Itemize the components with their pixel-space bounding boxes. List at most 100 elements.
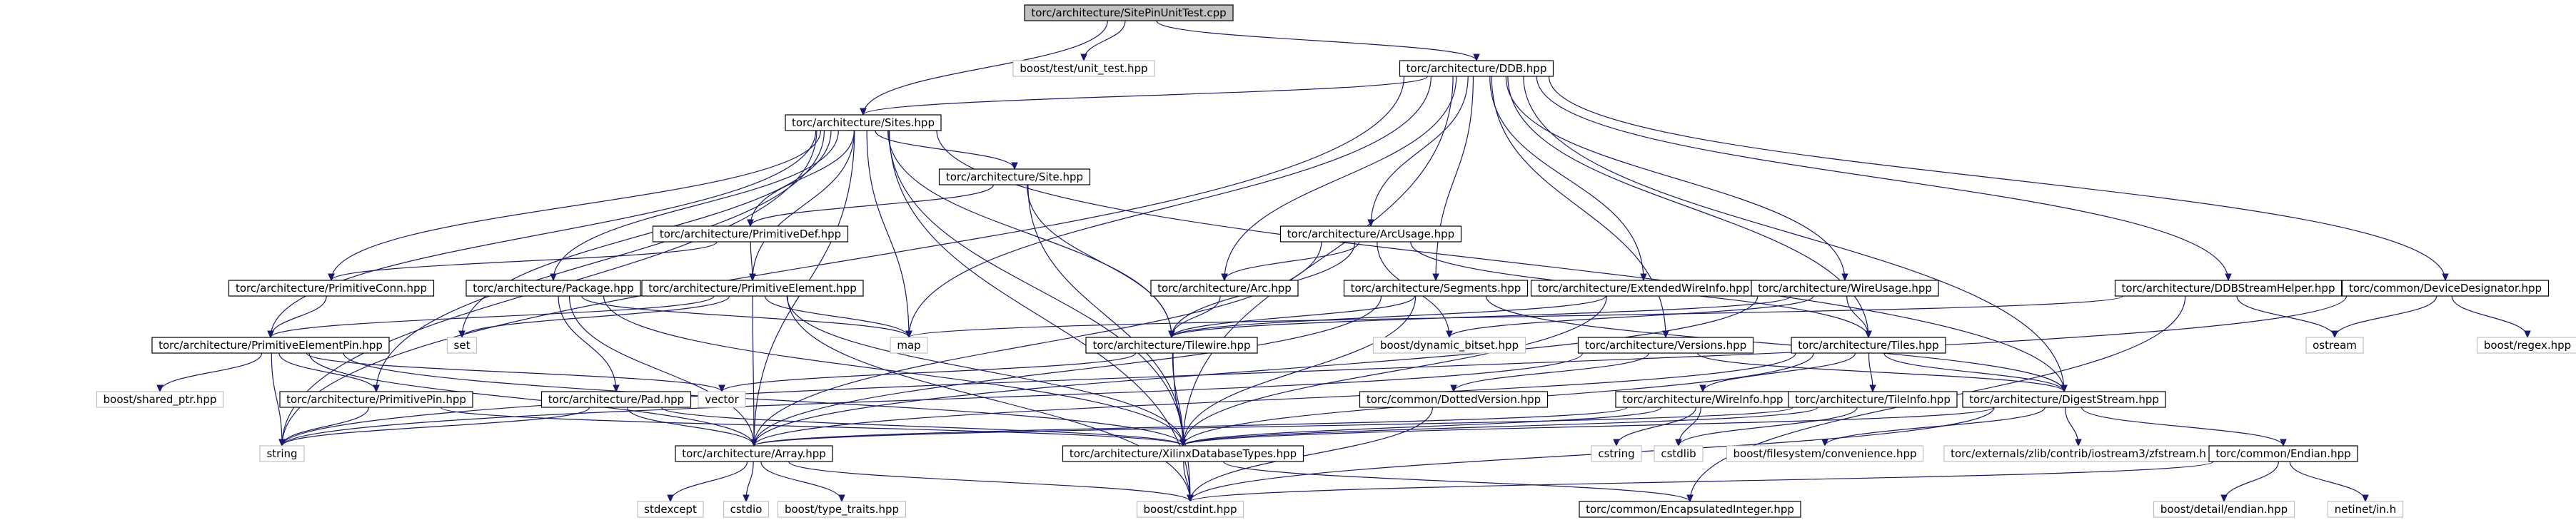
node-label: torc/architecture/Tilewire.hpp [1092,339,1250,352]
node-primconn[interactable]: torc/architecture/PrimitiveConn.hpp [228,280,435,297]
edge-primpin-to-xdt [440,407,1187,447]
node-label: boost/detail/endian.hpp [2160,503,2288,516]
node-box [228,280,435,297]
node-devdes[interactable]: torc/common/DeviceDesignator.hpp [2341,280,2550,297]
node-cstdlib: cstdlib [1654,445,1704,462]
edge-xdt-to-encint [1223,461,1694,503]
node-primelempin[interactable]: torc/architecture/PrimitiveElementPin.hp… [151,337,390,354]
edge-ddb-to-sites [860,76,1428,116]
node-label: set [454,339,471,352]
edge-ddb-to-arcusage [1367,76,1469,228]
edge-sites-to-tilewire [887,130,1175,339]
node-sharedptr: boost/shared_ptr.hpp [96,391,224,408]
node-site[interactable]: torc/architecture/Site.hpp [938,168,1091,185]
node-box [1085,337,1258,354]
node-box [1726,445,1924,462]
edge-array-to-cstdio [743,461,754,503]
node-box [466,280,641,297]
node-box [151,337,390,354]
node-wireusage[interactable]: torc/architecture/WireUsage.hpp [1751,280,1939,297]
node-box [1136,501,1244,518]
node-label: boost/cstdint.hpp [1144,503,1237,516]
edge-ddb-to-wireusage [1505,76,1848,282]
node-ddbsh[interactable]: torc/architecture/DDBStreamHelper.hpp [2114,280,2343,297]
node-string: string [259,445,305,462]
node-fsconv: boost/filesystem/convenience.hpp [1726,445,1924,462]
node-label: torc/architecture/WireUsage.hpp [1758,282,1932,295]
node-box [540,391,692,408]
node-label: cstdio [730,503,763,516]
node-box [1062,445,1304,462]
node-sites[interactable]: torc/architecture/Sites.hpp [785,114,942,131]
edge-sites-to-primpin [373,130,825,393]
node-tiles[interactable]: torc/architecture/Tiles.hpp [1791,337,1946,354]
node-endian[interactable]: torc/common/Endian.hpp [2208,445,2358,462]
node-root[interactable]: torc/architecture/SitePinUnitTest.cpp [1024,4,1234,21]
node-box [675,445,833,462]
edge-array-to-typetraits [760,461,845,503]
edge-ddb-to-extwire [1489,76,1647,282]
node-box [1359,391,1549,408]
node-dotted[interactable]: torc/common/DottedVersion.hpp [1359,391,1549,408]
node-arc[interactable]: torc/architecture/Arc.hpp [1150,280,1299,297]
edge-segments-to-xdt [1179,295,1417,447]
node-package[interactable]: torc/architecture/Package.hpp [466,280,641,297]
edge-ddb-to-segments [1432,76,1474,282]
node-array[interactable]: torc/architecture/Array.hpp [675,445,833,462]
node-primpin[interactable]: torc/architecture/PrimitivePin.hpp [279,391,473,408]
edge-devdes-to-regex [2451,295,2531,339]
node-extwire[interactable]: torc/architecture/ExtendedWireInfo.hpp [1530,280,1757,297]
edge-primelempin-to-primpin [278,352,380,393]
edge-digest-to-fsconv [1821,407,2046,447]
node-box [1962,391,2166,408]
node-typetraits: boost/type_traits.hpp [777,501,907,518]
node-pad[interactable]: torc/architecture/Pad.hpp [540,391,692,408]
node-label: torc/architecture/DigestStream.hpp [1969,393,2159,406]
node-label: torc/architecture/PrimitiveElement.hpp [648,282,856,295]
node-box [652,225,849,243]
edge-tilewire-to-vector [718,352,1137,393]
edge-layer [156,20,2531,503]
node-encint[interactable]: torc/common/EncapsulatedInteger.hpp [1579,501,1801,518]
node-label: torc/architecture/Site.hpp [946,170,1083,183]
node-label: boost/filesystem/convenience.hpp [1734,447,1917,460]
node-vector: vector [698,391,746,408]
node-box [2208,445,2358,462]
node-tilewire[interactable]: torc/architecture/Tilewire.hpp [1085,337,1258,354]
edge-primelem-to-cstdint [787,295,1194,503]
node-versions[interactable]: torc/architecture/Versions.hpp [1577,337,1754,354]
node-segments[interactable]: torc/architecture/Segments.hpp [1343,280,1529,297]
node-primdef[interactable]: torc/architecture/PrimitiveDef.hpp [652,225,849,243]
node-label: cstring [1598,447,1634,460]
node-digest[interactable]: torc/architecture/DigestStream.hpp [1962,391,2166,408]
node-dynbitset: boost/dynamic_bitset.hpp [1372,337,1526,354]
node-xdt[interactable]: torc/architecture/XilinxDatabaseTypes.hp… [1062,445,1304,462]
edge-primelempin-to-vector [306,352,725,393]
node-box [1751,280,1939,297]
node-label: torc/common/EncapsulatedInteger.hpp [1586,503,1794,516]
edge-versions-to-dotted [1450,352,1649,393]
node-wireinfo[interactable]: torc/architecture/WireInfo.hpp [1615,391,1791,408]
node-label: torc/architecture/TileInfo.hpp [1795,393,1951,406]
edge-primelempin-to-sharedptr [156,352,263,393]
node-label: torc/architecture/Versions.hpp [1585,339,1746,352]
edge-primdef-to-primconn [328,241,718,282]
node-label: torc/architecture/Package.hpp [473,282,634,295]
edge-ddb-to-tiles [1507,76,1872,339]
node-arcusage[interactable]: torc/architecture/ArcUsage.hpp [1279,225,1462,243]
node-label: torc/architecture/ExtendedWireInfo.hpp [1538,282,1749,295]
node-label: torc/architecture/PrimitiveDef.hpp [660,228,841,240]
node-cstdint: boost/cstdint.hpp [1136,501,1244,518]
edge-ddb-to-devdes [1548,76,2449,282]
node-ddb[interactable]: torc/architecture/DDB.hpp [1399,60,1554,77]
node-primelem[interactable]: torc/architecture/PrimitiveElement.hpp [641,280,864,297]
edge-endian-to-netinet [2289,461,2369,503]
node-set: set [446,337,478,354]
node-label: torc/architecture/Sites.hpp [792,116,935,129]
edge-tiles-to-tileinfo [1868,352,1876,393]
node-tileinfo[interactable]: torc/architecture/TileInfo.hpp [1788,391,1958,408]
node-box [1591,445,1642,462]
edge-devdes-to-string [278,295,2348,447]
edge-array-to-cstdint [788,461,1194,503]
